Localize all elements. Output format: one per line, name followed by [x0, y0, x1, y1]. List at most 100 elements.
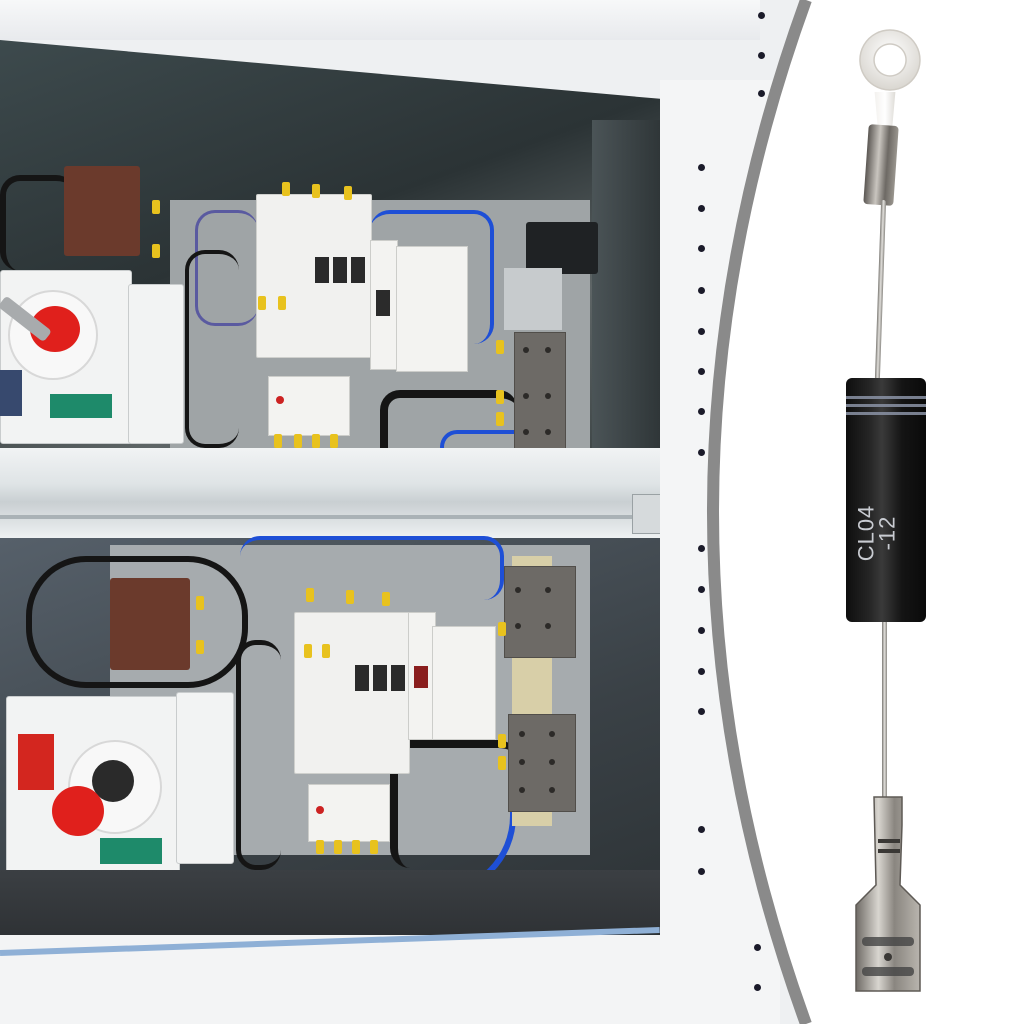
ferrule — [330, 434, 338, 448]
rail-hole — [698, 164, 705, 171]
diode-marking: CL04 -12 — [853, 478, 916, 598]
cathode-band — [846, 412, 926, 415]
rail-hole — [698, 408, 705, 415]
rail-hole — [698, 205, 705, 212]
switch-red-handle — [52, 786, 104, 836]
terminal-screw — [523, 393, 529, 399]
terminal-screw — [545, 587, 551, 593]
rail-hole — [758, 12, 765, 19]
terminal-screw — [523, 429, 529, 435]
breaker-toggle — [414, 666, 428, 688]
ferrule — [346, 590, 354, 604]
ferrule — [294, 434, 302, 448]
switch-side-module — [128, 284, 184, 444]
contactor-window — [373, 665, 387, 691]
terminal-screw — [549, 731, 555, 737]
middle-shelf — [0, 448, 660, 538]
overload-relay — [268, 376, 350, 436]
diode-body: CL04 -12 — [846, 378, 926, 622]
wire-black — [0, 175, 76, 271]
timer-relay — [396, 246, 468, 372]
ring-terminal-icon — [859, 29, 921, 91]
ferrule — [334, 840, 342, 854]
ferrule — [278, 296, 286, 310]
rail-hole — [698, 449, 705, 456]
wire-black-bundle — [380, 390, 518, 468]
timer-relay — [432, 626, 496, 740]
ferrule — [498, 734, 506, 748]
wire-black — [185, 250, 239, 448]
terminal-screw — [545, 347, 551, 353]
rail-hole — [698, 868, 705, 875]
wire-blue — [440, 430, 534, 464]
contactor — [294, 612, 410, 774]
terminal-screw — [545, 393, 551, 399]
switch-green-label — [50, 394, 112, 418]
rail-hole — [698, 826, 705, 833]
reset-button-red — [316, 806, 324, 814]
overload-relay — [308, 784, 390, 842]
wire-black-loop — [26, 556, 248, 688]
ferrule — [312, 434, 320, 448]
rail-hole — [698, 545, 705, 552]
auxiliary-block — [64, 166, 140, 256]
terminal-screw — [515, 587, 521, 593]
switch-knob-black — [92, 760, 134, 802]
rail-hole — [698, 627, 705, 634]
terminal-screw — [549, 787, 555, 793]
ferrule — [152, 200, 160, 214]
diode-marking-line2: -12 — [874, 515, 900, 551]
ferrule — [258, 296, 266, 310]
cathode-band — [846, 396, 926, 399]
ferrule — [306, 588, 314, 602]
contactor — [256, 194, 372, 358]
switch-blue-stripe — [0, 370, 22, 416]
rail-hole — [698, 328, 705, 335]
terminal-block — [504, 566, 576, 658]
ferrule — [370, 840, 378, 854]
terminal-block — [514, 332, 566, 452]
reset-button-red — [276, 396, 284, 404]
contactor-window — [391, 665, 405, 691]
wire-blue — [370, 210, 494, 344]
rail-hole — [698, 368, 705, 375]
rail-holes — [698, 0, 765, 1024]
contactor-window — [351, 257, 365, 283]
terminal-screw — [519, 787, 525, 793]
ferrule — [274, 434, 282, 448]
rail-hole — [758, 52, 765, 59]
rail-hole — [698, 708, 705, 715]
ferrule — [344, 186, 352, 200]
rail-hole — [698, 287, 705, 294]
wire-blue — [240, 536, 504, 600]
contactor-window — [315, 257, 329, 283]
ferrule — [382, 592, 390, 606]
cathode-band — [846, 404, 926, 407]
rail-hole — [698, 586, 705, 593]
switch-side-module — [176, 692, 234, 864]
wire-black — [236, 640, 281, 870]
electrical-cabinet — [0, 0, 820, 1024]
ferrule — [498, 622, 506, 636]
spade-terminal-icon — [855, 796, 921, 992]
ferrule — [496, 340, 504, 354]
ferrule — [282, 182, 290, 196]
breaker-toggle — [376, 290, 390, 316]
shelf-rail-edge — [0, 515, 660, 519]
ferrule — [152, 244, 160, 258]
terminal-screw — [515, 623, 521, 629]
ferrule — [496, 412, 504, 426]
ferrule — [196, 596, 204, 610]
switch-green-label — [100, 838, 162, 864]
contactor-window — [355, 665, 369, 691]
rail-hole — [758, 90, 765, 97]
terminal-screw — [545, 623, 551, 629]
ferrule — [316, 840, 324, 854]
ferrule — [322, 644, 330, 658]
ferrule — [312, 184, 320, 198]
wire-black-bundle — [390, 740, 518, 868]
terminal-block — [508, 714, 576, 812]
terminal-screw — [519, 731, 525, 737]
switch-red-label — [18, 734, 54, 790]
